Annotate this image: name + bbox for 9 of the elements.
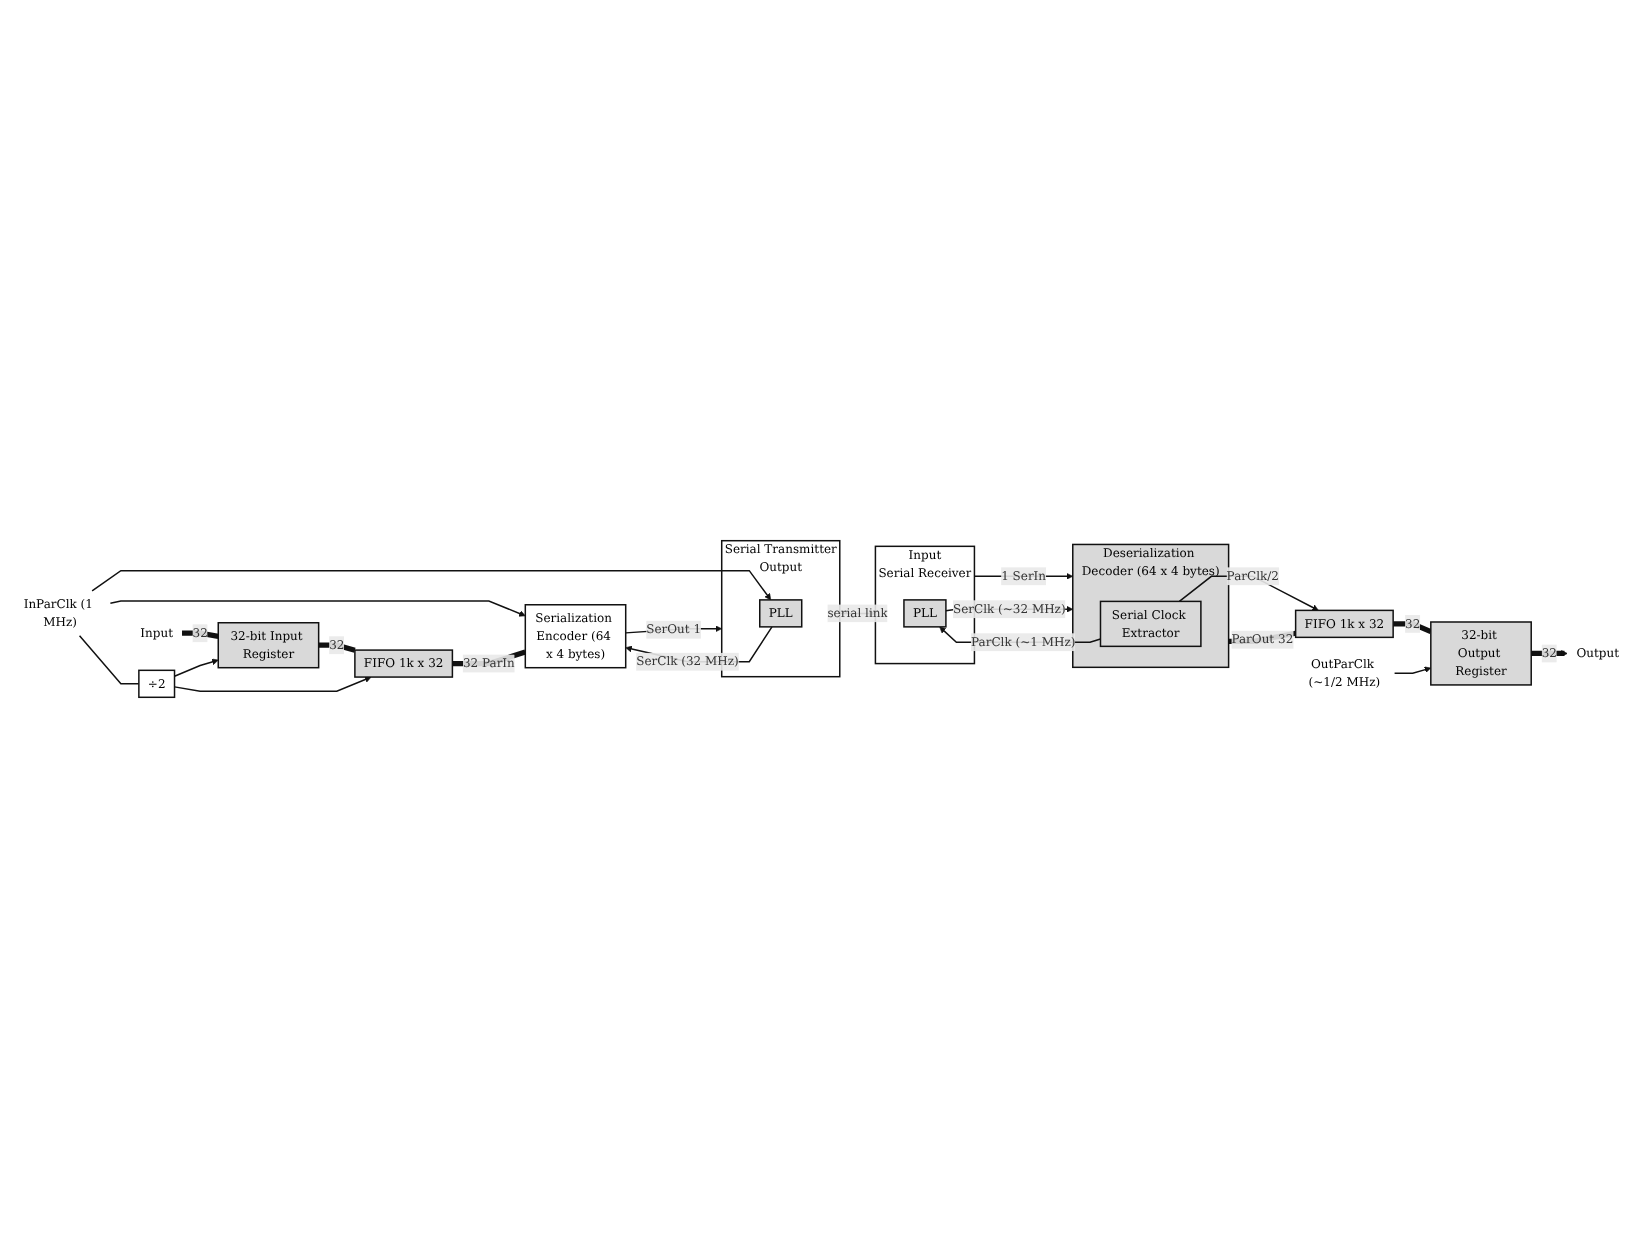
arrow [91, 569, 772, 601]
arrow [173, 676, 372, 693]
arrow [1393, 666, 1432, 675]
arrow [173, 658, 219, 677]
connector [78, 635, 140, 685]
arrow [109, 600, 526, 617]
arrow [1531, 650, 1568, 657]
connector [182, 630, 219, 639]
connector [318, 642, 356, 653]
